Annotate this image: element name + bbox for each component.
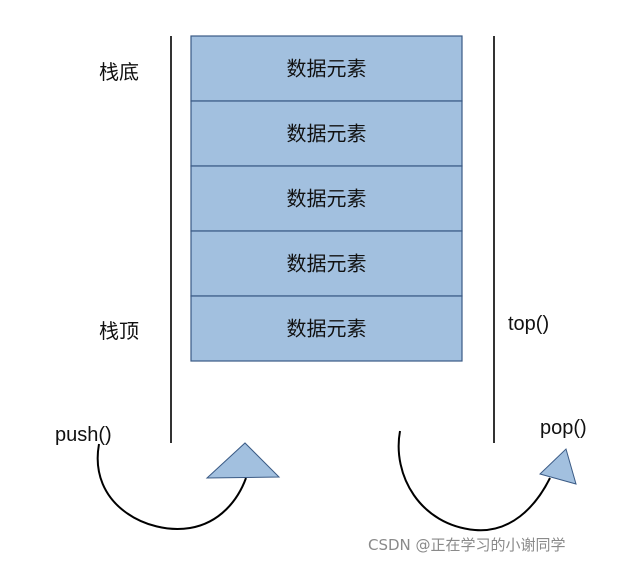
pop-arrow-curve bbox=[397, 430, 551, 532]
stack-bottom-label: 栈底 bbox=[99, 60, 139, 84]
pop-arrow-head bbox=[539, 448, 577, 485]
stack-cell bbox=[190, 165, 463, 232]
push-arrow-head bbox=[205, 442, 281, 479]
stack-cell-label: 数据元素 bbox=[287, 187, 367, 211]
top-op-label: top() bbox=[508, 313, 550, 335]
stack-cell bbox=[190, 230, 463, 297]
watermark: CSDN @正在学习的小谢同学 bbox=[368, 536, 566, 554]
stack-cell-label: 数据元素 bbox=[287, 57, 367, 81]
stack-cell bbox=[190, 295, 463, 362]
stack-cell bbox=[190, 100, 463, 167]
stack-cell-label: 数据元素 bbox=[287, 317, 367, 341]
push-arrow-curve bbox=[96, 443, 247, 530]
stack-cell bbox=[190, 35, 463, 102]
stack-cell-label: 数据元素 bbox=[287, 122, 367, 146]
push-op-label: push() bbox=[55, 424, 112, 446]
pop-op-label: pop() bbox=[540, 417, 587, 439]
stack-top-label: 栈顶 bbox=[99, 319, 139, 343]
stack-cell-label: 数据元素 bbox=[287, 252, 367, 276]
